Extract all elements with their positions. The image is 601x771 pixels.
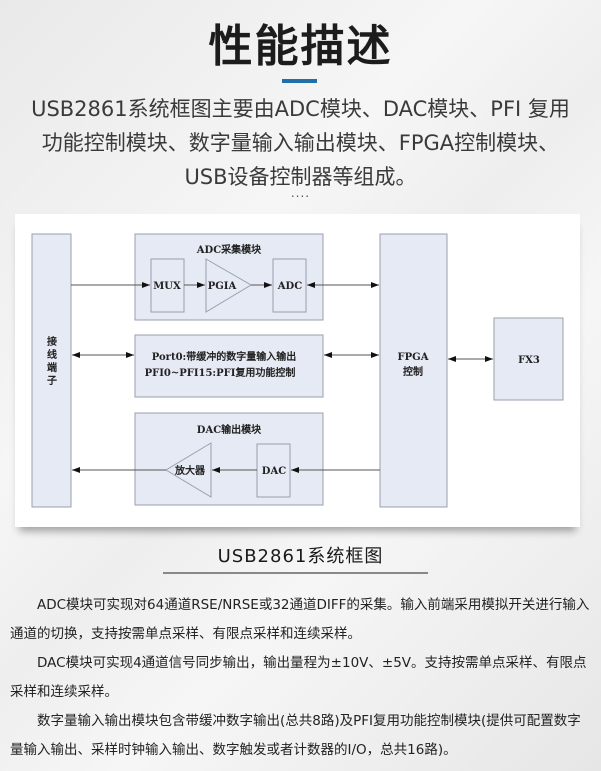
port-line: Port0:带缓冲的数字量输入输出	[152, 350, 296, 363]
description-text: ADC模块可实现对64通道RSE/NRSE或32通道DIFF的采集。输入前端采用…	[10, 591, 590, 765]
fpga-label: FPGA	[398, 352, 429, 363]
mux-label: MUX	[153, 281, 181, 292]
intro-line: 功能控制模块、数字量输入输出模块、FPGA控制模块、	[41, 131, 560, 155]
intro-line: USB设备控制器等组成。	[184, 165, 417, 189]
amplifier-label: 放大器	[174, 464, 206, 477]
pgia-label: PGIA	[208, 281, 237, 292]
paragraph-digital-io: 数字量输入输出模块包含带缓冲数字输出(总共8路)及PFI复用功能控制模块(提供可…	[10, 713, 581, 758]
fpga-label: 控制	[403, 365, 423, 378]
adc-block	[272, 258, 307, 313]
ellipsis: ....	[290, 186, 311, 200]
intro-text: USB2861系统框图主要由ADC模块、DAC模块、PFI 复用 功能控制模块、…	[10, 92, 591, 194]
digital-io-module	[134, 334, 324, 398]
caption-underline	[163, 572, 428, 574]
terminal-label: 端	[47, 361, 57, 374]
adc-module-title: ADC采集模块	[196, 243, 262, 256]
amplifier	[165, 442, 212, 498]
mux-block	[150, 258, 185, 313]
paragraph-dac: DAC模块可实现4通道信号同步输出，输出量程为±10V、±5V。支持按需单点采样…	[10, 655, 587, 700]
fpga-block	[379, 233, 448, 508]
dac-module	[134, 412, 324, 506]
dac-module-title: DAC输出模块	[197, 423, 262, 436]
adc-label: ADC	[277, 281, 302, 292]
paragraph-adc: ADC模块可实现对64通道RSE/NRSE或32通道DIFF的采集。输入前端采用…	[10, 597, 590, 642]
dac-block	[256, 443, 291, 498]
diagram-caption: USB2861系统框图	[217, 546, 384, 567]
title-accent-bar	[282, 79, 317, 83]
terminal-label: 子	[47, 375, 57, 387]
dac-label: DAC	[262, 466, 286, 477]
pgia-amplifier	[205, 258, 252, 313]
page-title: 性能描述	[208, 21, 393, 72]
fx3-block	[493, 317, 564, 401]
port-line: PFI0~PFI15:PFI复用功能控制	[145, 366, 296, 379]
intro-line: USB2861系统框图主要由ADC模块、DAC模块、PFI 复用	[31, 97, 570, 121]
terminal-label: 线	[47, 348, 57, 361]
fx3-label: FX3	[518, 355, 540, 366]
terminal-block	[31, 233, 72, 508]
terminal-label: 接	[47, 335, 57, 348]
